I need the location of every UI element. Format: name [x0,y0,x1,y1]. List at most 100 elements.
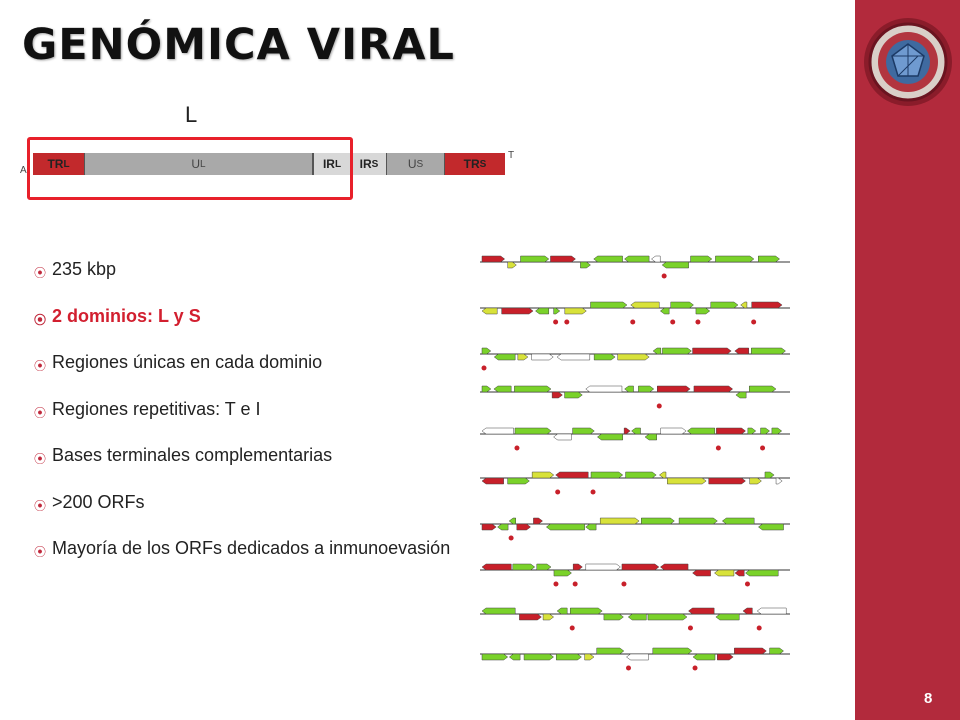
orf-arrow [550,255,576,263]
orf-arrow [670,301,694,309]
orf-arrow [688,607,715,615]
orf-arrow [553,569,572,577]
orf-arrow [758,255,781,263]
orf-arrow [481,607,516,615]
mirna-marker [553,319,559,325]
orf-arrow [501,307,534,315]
orf-arrow [497,523,509,531]
circled-dot-icon: ⦿ [34,359,47,373]
mirna-marker [555,489,561,495]
bullet-list: ⦿235 kbp ⦿2 dominios: L y S ⦿Regiones ún… [34,258,464,584]
orf-arrow [553,307,561,315]
orf-arrow [630,301,660,309]
orf-rows [480,255,790,671]
orf-arrow [662,347,692,355]
circled-dot-icon: ⦿ [34,452,47,466]
orf-arrow [749,477,762,485]
orf-arrow [512,563,536,571]
mirna-marker [715,445,721,451]
orf-arrow [756,607,787,615]
orf-arrow [593,255,623,263]
mirna-marker [508,535,514,541]
orf-arrow [667,477,707,485]
orf-arrow [585,385,623,393]
orf-arrow [626,653,649,661]
orf-arrow [651,255,661,263]
orf-arrow [531,353,554,361]
orf-arrow [658,471,667,479]
orf-arrow [758,523,784,531]
orf-arrow [692,569,711,577]
orf-arrow [520,255,550,263]
orf-arrow [734,569,745,577]
orf-arrow [481,477,504,485]
mirna-marker [692,665,698,671]
orf-arrow [514,385,552,393]
orf-arrow [508,653,521,661]
circled-dot-icon: ⦿ [34,266,47,280]
genome-right-end: T [508,150,515,161]
orf-arrow [596,433,624,441]
orf-arrow [740,301,748,309]
orf-arrow [771,427,783,435]
orf-arrow [760,427,771,435]
domain-label: L [185,102,198,127]
mirna-marker [661,273,667,279]
mirna-marker [572,581,578,587]
orf-arrow [551,391,563,399]
orf-arrow [507,477,530,485]
orf-arrow [735,391,747,399]
orf-arrow [641,517,675,525]
orf-arrow [536,563,552,571]
orf-arrow [603,613,624,621]
virus-logo-icon [864,18,952,106]
orf-arrow [481,255,506,263]
orf-arrow [695,307,711,315]
orf-arrow [769,647,784,655]
orf-arrow [572,563,583,571]
mirna-marker [590,489,596,495]
mirna-marker [656,403,662,409]
orf-arrow [535,307,550,315]
bullet-item: ⦿Regiones repetitivas: T e I [34,398,464,424]
orf-arrow [481,385,492,393]
orf-arrow [545,523,585,531]
orf-arrow [514,427,552,435]
orf-arrow [481,563,512,571]
orf-arrow [710,301,739,309]
circled-dot-icon: ⦿ [34,545,47,559]
orf-arrow [660,427,687,435]
orf-arrow [631,427,641,435]
orf-arrow [481,347,492,355]
mirna-marker [744,581,750,587]
orf-arrow [686,427,716,435]
bullet-item: ⦿Mayoría de los ORFs dedicados a inmunoe… [34,537,464,563]
orf-arrow [493,353,516,361]
orf-arrow [652,347,662,355]
orf-arrow [523,653,554,661]
orf-arrow [621,563,660,571]
orf-arrow [580,261,591,269]
mirna-marker [553,581,559,587]
orf-arrow [533,517,543,525]
orf-arrow [508,517,516,525]
orf-arrow [652,647,693,655]
mirna-marker [760,445,766,451]
orf-arrow [692,347,732,355]
circled-dot-icon: ⦿ [34,405,47,420]
orf-arrow [678,517,718,525]
orf-arrow [569,607,603,615]
orf-arrow [593,353,616,361]
orf-arrow [657,385,691,393]
bullet-item: ⦿>200 ORFs [34,491,464,517]
orf-arrow [623,427,631,435]
orf-arrow [638,385,655,393]
orf-arrow [481,653,509,661]
orf-arrow [572,427,595,435]
sidebar-band [855,0,960,720]
orf-arrow [715,255,755,263]
